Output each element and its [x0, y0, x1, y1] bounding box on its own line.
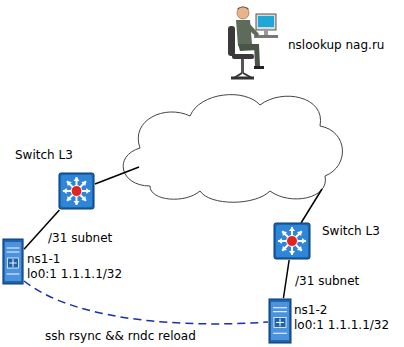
- uplink-line: [301, 189, 322, 223]
- dns-server: ns1-1lo0:1 1.1.1.1/32: [2, 238, 24, 285]
- node-heading: ns1-1: [27, 252, 60, 266]
- server-icon: [268, 298, 292, 344]
- l3-switch: Switch L3: [58, 172, 95, 210]
- link-label: /31 subnet: [47, 231, 113, 245]
- cloud-shape: [123, 95, 342, 203]
- l3-switch: Switch L3: [273, 222, 311, 260]
- connector: [283, 260, 289, 298]
- node-detail: lo0:1 1.1.1.1/32: [27, 267, 122, 281]
- connector: [24, 281, 268, 324]
- node-detail: lo0:1 1.1.1.1/32: [294, 318, 389, 332]
- dns-server: ns1-2lo0:1 1.1.1.1/32: [268, 298, 292, 344]
- node-heading: ns1-2: [294, 303, 327, 317]
- client-workstation: nslookup nag.ru: [226, 4, 278, 82]
- node-heading: nslookup nag.ru: [288, 38, 384, 52]
- uplink-line: [95, 167, 139, 184]
- switch-icon: [58, 172, 95, 210]
- server-icon: [2, 238, 24, 285]
- link-label: ssh rsync && rndc reload: [44, 329, 197, 343]
- person-icon: [226, 4, 278, 82]
- link-label: /31 subnet: [294, 274, 360, 288]
- node-heading: Switch L3: [322, 224, 380, 238]
- node-heading: Switch L3: [15, 148, 73, 162]
- switch-icon: [273, 222, 311, 260]
